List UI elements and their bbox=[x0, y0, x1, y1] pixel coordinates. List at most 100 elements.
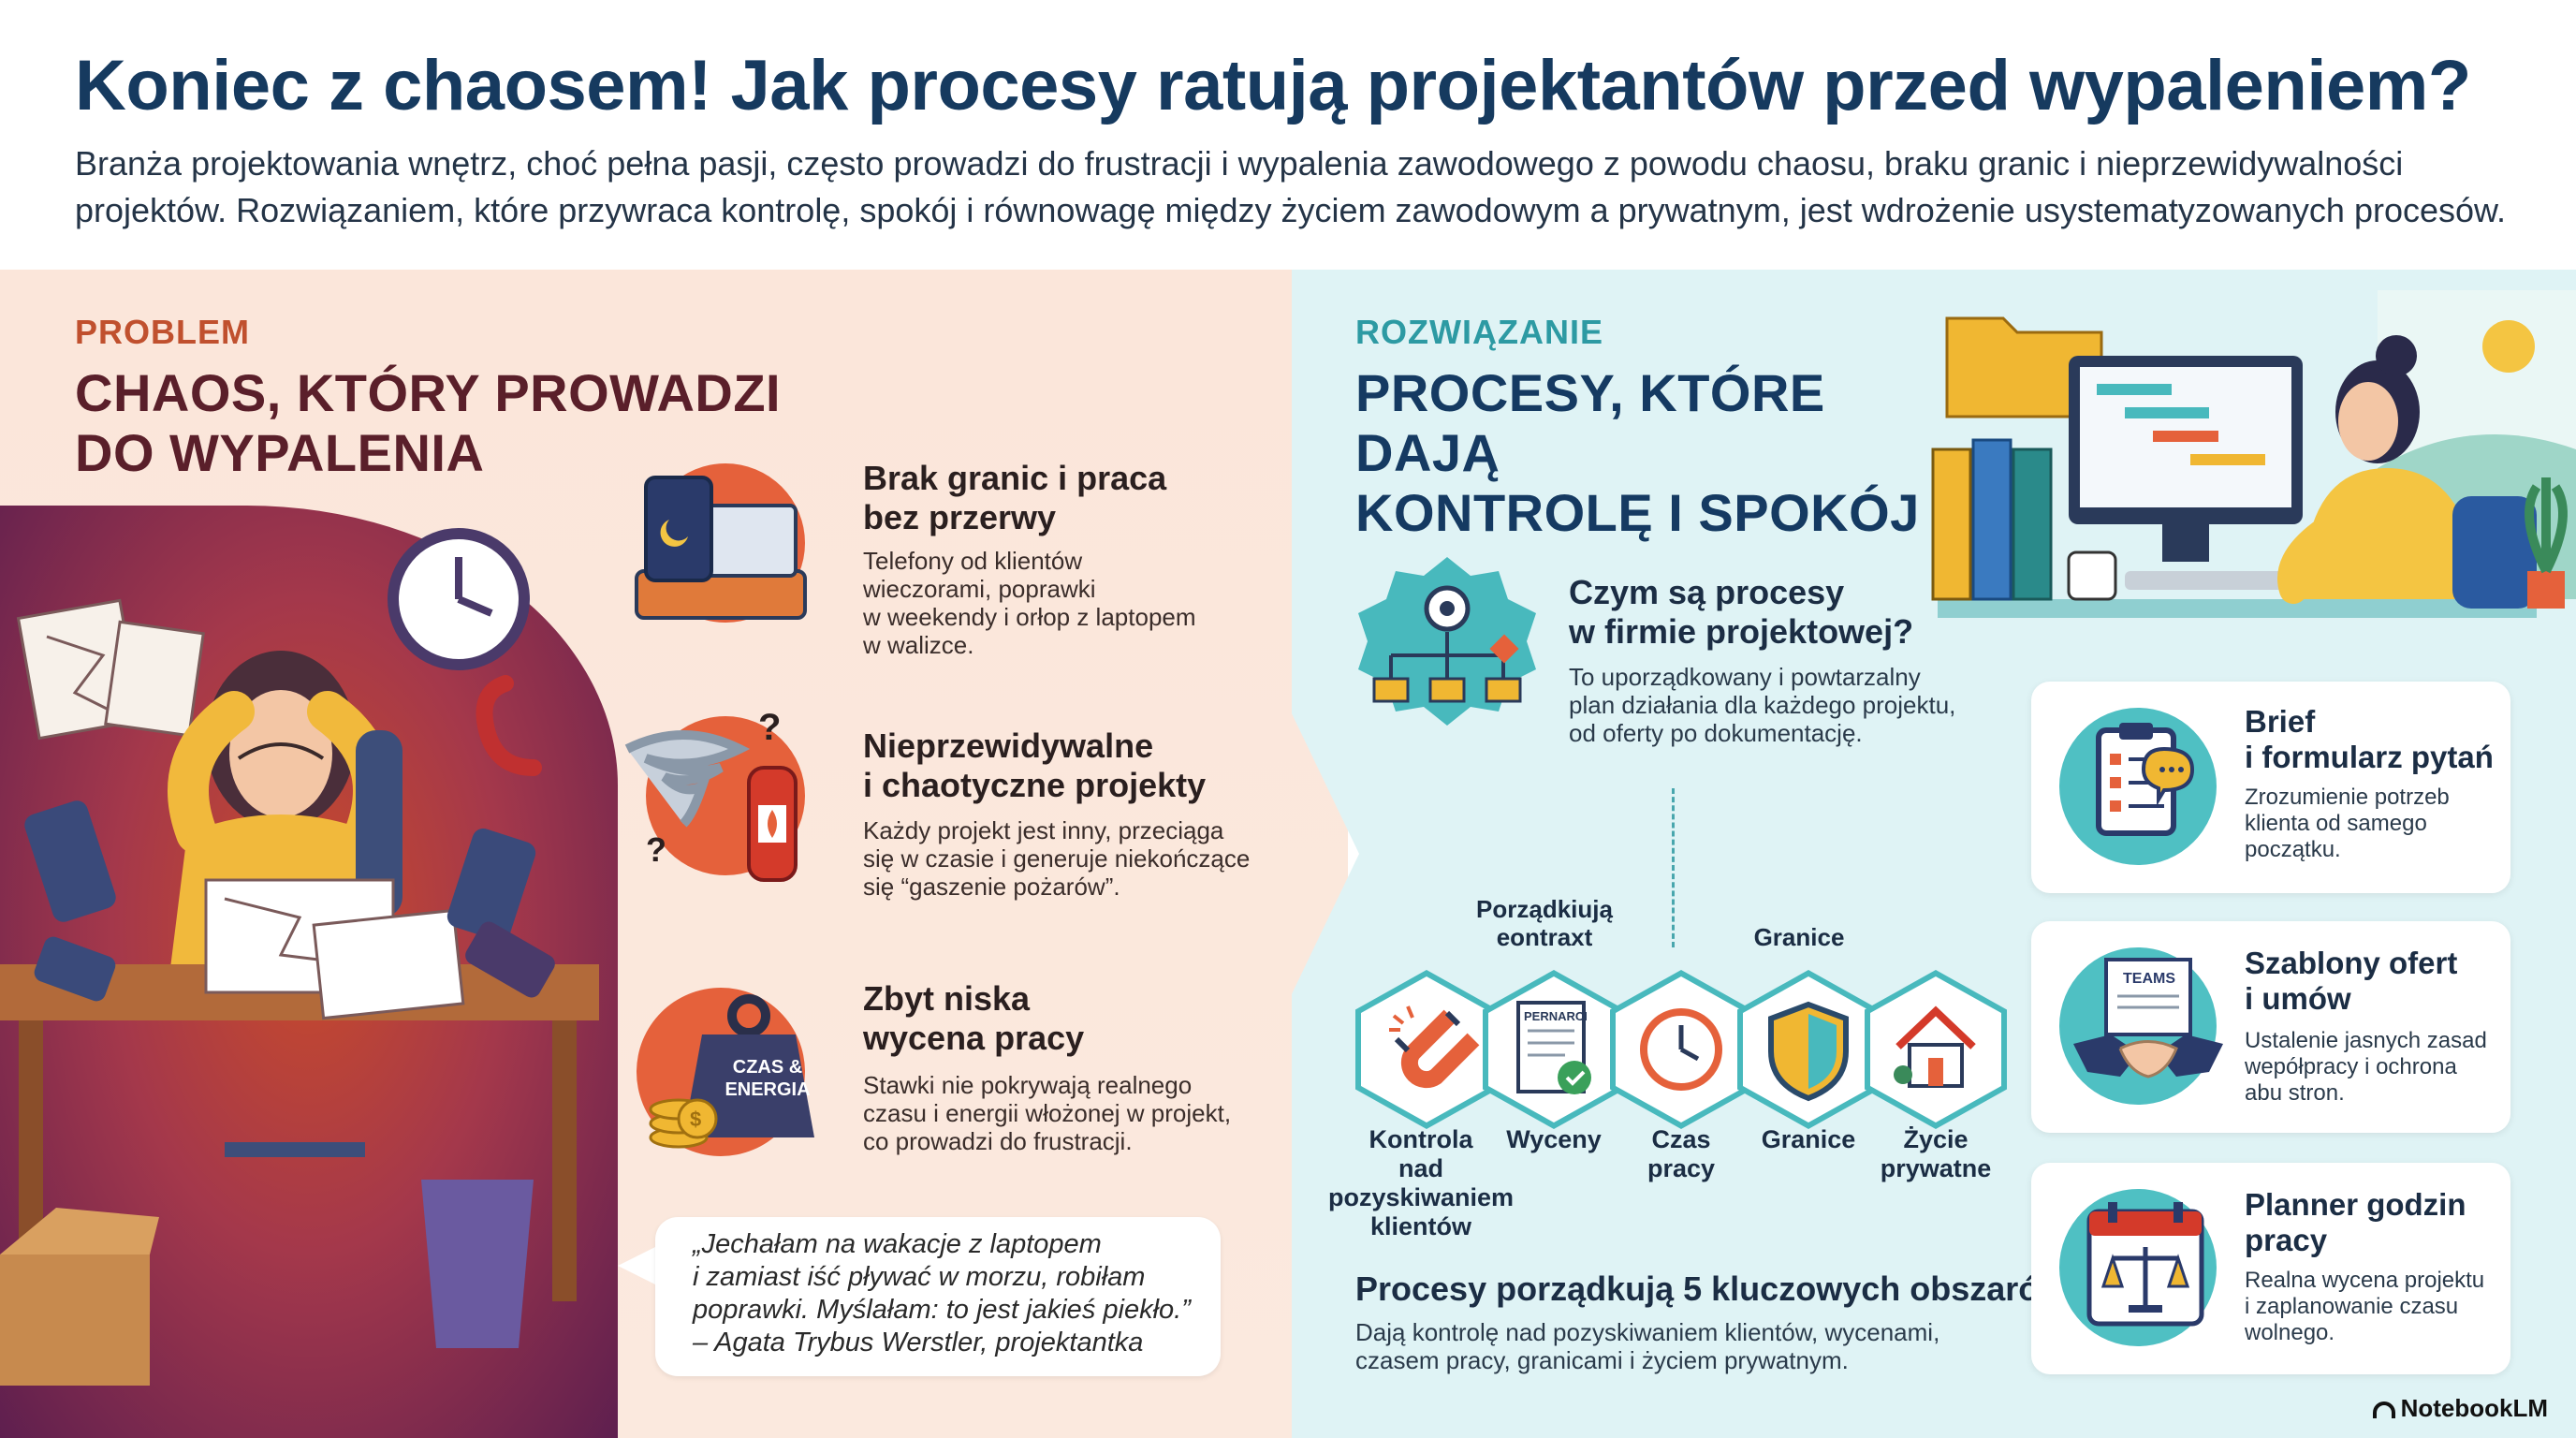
brand-name: NotebookLM bbox=[2400, 1394, 2548, 1422]
area-label-line: pozyskiwaniem bbox=[1327, 1183, 1515, 1211]
definition-title-line-2: w firmie projektowej? bbox=[1569, 612, 1914, 651]
area-label-line: klientów bbox=[1369, 1212, 1471, 1240]
areas-title: Procesy porządkują 5 kluczowych obszarów bbox=[1355, 1269, 2066, 1308]
area-label-line: Kontrola bbox=[1368, 1125, 1473, 1153]
problem-3-text: Stawki nie pokrywają realnego czasu i en… bbox=[863, 1071, 1231, 1155]
house-icon bbox=[1894, 1005, 1976, 1088]
problem-headline-line-1: CHAOS, KTÓRY PROWADZI bbox=[75, 363, 782, 422]
float-label-left: Porządkiują eontraxt bbox=[1460, 895, 1629, 951]
problem-2-title-line-2: i chaotyczne projekty bbox=[863, 766, 1207, 804]
float-label-left-line-1: Porządkiują bbox=[1476, 895, 1613, 923]
areas-text: Dają kontrolę nad pozyskiwaniem klientów… bbox=[1355, 1318, 1954, 1374]
area-label-line: prywatne bbox=[1880, 1154, 1992, 1182]
laptop-suitcase-icon bbox=[635, 476, 807, 620]
area-label-line: nad bbox=[1398, 1154, 1443, 1182]
area-label-5: Życie prywatne bbox=[1861, 1125, 2011, 1183]
problem-1-text-line: Telefony od klientów bbox=[863, 547, 1083, 575]
problem-2-text-line: się “gaszenie pożarów”. bbox=[863, 873, 1120, 901]
svg-text:$: $ bbox=[690, 1108, 701, 1131]
definition-text-line: od oferty po dokumentację. bbox=[1569, 719, 1863, 747]
problem-2-title-line-1: Nieprzewidywalne bbox=[863, 726, 1154, 765]
problem-3-title-line-2: wycena pracy bbox=[863, 1019, 1085, 1057]
card-planner-title: Planner godzin pracy bbox=[2245, 1187, 2466, 1258]
card-title-line: Szablony ofert bbox=[2245, 946, 2458, 980]
contract-icon bbox=[1516, 1001, 1591, 1094]
areas-text-line: Dają kontrolę nad pozyskiwaniem klientów… bbox=[1355, 1318, 1940, 1346]
definition-text-line: To uporządkowany i powtarzalny bbox=[1569, 663, 1921, 691]
card-planner-text: Realna wycena projektu i zaplanowanie cz… bbox=[2245, 1268, 2484, 1346]
intro-text: Branża projektowania wnętrz, choć pełna … bbox=[75, 140, 2527, 234]
area-label-2: Wyceny bbox=[1479, 1125, 1629, 1154]
problem-3-title: Zbyt niska wycena pracy bbox=[863, 979, 1084, 1058]
quote-box bbox=[655, 1217, 1221, 1376]
solution-kicker: ROZWIĄZANIE bbox=[1355, 313, 1603, 351]
definition-text: To uporządkowany i powtarzalny plan dzia… bbox=[1569, 663, 1981, 747]
intro-line-1: Branża projektowania wnętrz, choć pełna … bbox=[75, 144, 2404, 183]
area-label-line: Wyceny bbox=[1506, 1125, 1602, 1153]
card-text-line: Realna wycena projektu bbox=[2245, 1268, 2485, 1293]
problem-3-title-line-1: Zbyt niska bbox=[863, 979, 1031, 1018]
card-templates-title: Szablony ofert i umów bbox=[2245, 946, 2457, 1017]
scales-calendar-icon bbox=[2086, 1202, 2204, 1327]
intro-line-2: projektów. Rozwiązaniem, które przywraca… bbox=[75, 191, 2507, 229]
areas-text-line: czasem pracy, granicami i życiem prywatn… bbox=[1355, 1346, 1849, 1374]
card-text-line: i zaplanowanie czasu bbox=[2245, 1294, 2459, 1319]
connector-dashed-line bbox=[1672, 788, 1675, 947]
quote-tail bbox=[618, 1245, 659, 1286]
problem-2-text-line: się w czasie i generuje niekończące bbox=[863, 844, 1251, 873]
area-label-line: Czas bbox=[1651, 1125, 1711, 1153]
contract-doc-label: PERNARCI bbox=[1524, 1009, 1588, 1023]
float-label-right: Granice bbox=[1753, 923, 1845, 951]
stressed-designer-illustration bbox=[0, 528, 599, 1386]
card-title-line: i formularz pytań bbox=[2245, 740, 2494, 774]
card-text-line: klienta od samego bbox=[2245, 811, 2427, 836]
solution-headline-line-2: KONTROLĘ I SPOKÓJ bbox=[1355, 483, 1920, 542]
weight-icon-label-line-1: CZAS & bbox=[732, 1057, 803, 1078]
card-title-line: pracy bbox=[2245, 1223, 2328, 1257]
problem-1-title: Brak granic i praca bez przerwy bbox=[863, 459, 1166, 537]
solution-headline-line-1: PROCESY, KTÓRE DAJĄ bbox=[1355, 363, 1825, 482]
float-label-left-line-2: eontraxt bbox=[1496, 923, 1593, 951]
quote-attribution: – Agata Trybus Werstler, projektantka bbox=[693, 1328, 1144, 1357]
card-text-line: wepółpracy i ochrona bbox=[2245, 1054, 2457, 1079]
header: Koniec z chaosem! Jak procesy ratują pro… bbox=[0, 0, 2576, 270]
quote-line: i zamiast iść pływać w morzu, robiłam bbox=[693, 1262, 1146, 1292]
area-label-line: pracy bbox=[1647, 1154, 1716, 1182]
tornado-extinguisher-icon: ? ? bbox=[624, 707, 798, 882]
handshake-icon bbox=[2073, 958, 2223, 1078]
problem-1-text-line: wieczorami, poprawki bbox=[863, 575, 1096, 603]
area-label-4: Granice bbox=[1734, 1125, 1883, 1154]
problem-1-title-line-1: Brak granic i praca bbox=[863, 459, 1167, 497]
area-label-line: Życie bbox=[1903, 1125, 1969, 1153]
problem-2-text-line: Każdy projekt jest inny, przeciąga bbox=[863, 816, 1224, 844]
card-title-line: i umów bbox=[2245, 981, 2351, 1016]
quote-text: „Jechałam na wakacje z laptopem i zamias… bbox=[693, 1228, 1217, 1359]
area-label-line: Granice bbox=[1761, 1125, 1856, 1153]
clipboard-icon bbox=[2096, 723, 2195, 836]
shield-icon bbox=[1768, 1001, 1849, 1102]
weight-coins-icon: $ bbox=[649, 994, 814, 1149]
card-text-line: Zrozumienie potrzeb bbox=[2245, 785, 2450, 810]
templates-icon-label: TEAMS bbox=[2123, 971, 2175, 987]
problem-1-text: Telefony od klientów wieczorami, poprawk… bbox=[863, 547, 1196, 659]
problem-1-text-line: w weekendy i orłop z laptopem bbox=[863, 603, 1196, 631]
card-title-line: Brief bbox=[2245, 704, 2316, 739]
card-brief-title: Brief i formularz pytań bbox=[2245, 704, 2494, 775]
process-flow-icon bbox=[1358, 557, 1536, 726]
problem-3-text-line: Stawki nie pokrywają realnego bbox=[863, 1071, 1193, 1099]
problem-1-text-line: w walizce. bbox=[863, 631, 974, 659]
problem-2-text: Każdy projekt jest inny, przeciąga się w… bbox=[863, 816, 1250, 901]
card-brief-text: Zrozumienie potrzeb klienta od samego po… bbox=[2245, 785, 2450, 863]
quote-line: „Jechałam na wakacje z laptopem bbox=[693, 1229, 1102, 1259]
problem-headline: CHAOS, KTÓRY PROWADZI DO WYPALENIA bbox=[75, 363, 786, 483]
brand-logo[interactable]: NotebookLM bbox=[2372, 1394, 2548, 1423]
problem-3-text-line: co prowadzi do frustracji. bbox=[863, 1127, 1133, 1155]
notebooklm-icon bbox=[2372, 1401, 2395, 1418]
solution-headline: PROCESY, KTÓRE DAJĄ KONTROLĘ I SPOKÓJ bbox=[1355, 363, 1936, 543]
problem-2-title: Nieprzewidywalne i chaotyczne projekty bbox=[863, 726, 1206, 805]
problem-headline-line-2: DO WYPALENIA bbox=[75, 423, 485, 482]
clock-icon bbox=[1640, 1008, 1722, 1091]
card-templates-text: Ustalenie jasnych zasad wepółpracy i och… bbox=[2245, 1028, 2487, 1107]
definition-title-line-1: Czym są procesy bbox=[1569, 573, 1845, 611]
card-text-line: Ustalenie jasnych zasad bbox=[2245, 1028, 2487, 1053]
